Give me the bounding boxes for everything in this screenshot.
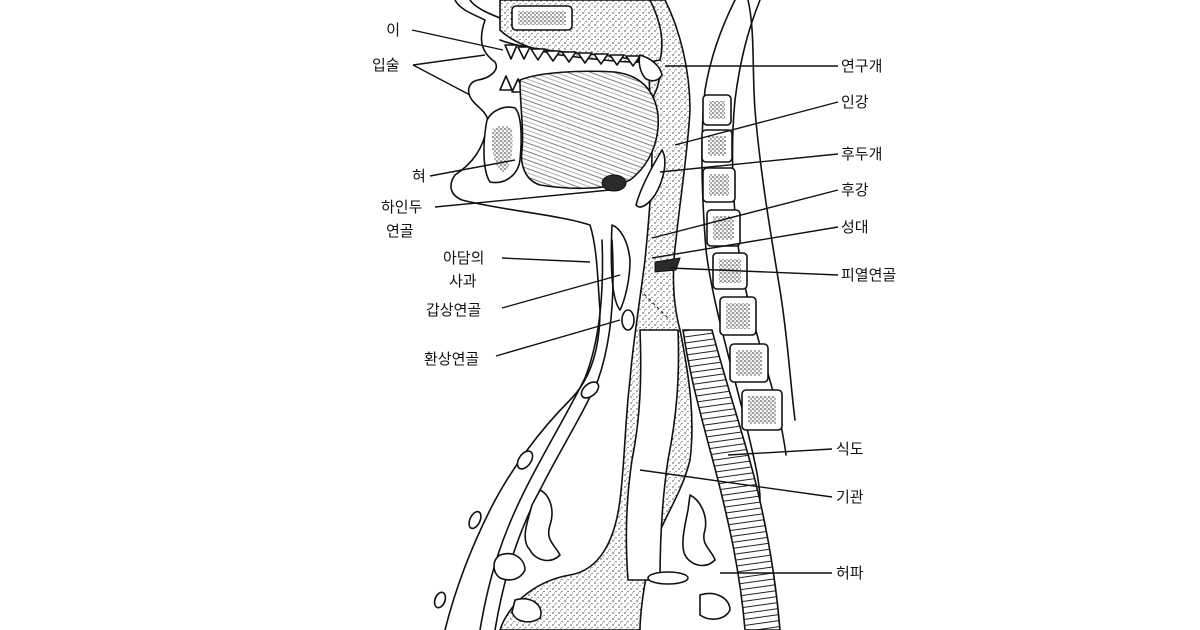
label-pharynx: 인강: [841, 93, 869, 111]
label-cricoid-cartilage: 환상연골: [424, 350, 479, 368]
soft-palate-shape: [638, 54, 663, 82]
label-hyoid-line1: 하인두: [381, 198, 423, 216]
label-soft-palate: 연구개: [841, 57, 882, 75]
leader-lines: [411, 29, 839, 574]
label-thyroid-cartilage: 갑상연골: [426, 301, 481, 319]
hyoid-bone: [601, 174, 627, 192]
oral-cavity: [499, 39, 661, 111]
face-outline: [444, 0, 601, 630]
upper-teeth: [504, 44, 641, 67]
esophagus-tube: [682, 329, 781, 630]
label-adams-apple-line1: 아담의: [443, 249, 484, 267]
label-tongue: 혀: [412, 167, 426, 185]
label-epiglottis: 후두개: [841, 145, 882, 163]
label-esophagus: 식도: [836, 440, 864, 458]
tongue-shape: [519, 70, 660, 190]
back-of-neck-outline: [747, 0, 796, 421]
label-vocal-cords: 성대: [841, 218, 869, 236]
label-teeth: 이: [386, 21, 400, 39]
label-hyoid-line2: 연골: [386, 222, 414, 240]
label-lung: 허파: [836, 564, 864, 582]
label-arytenoid-cartilage: 피열연골: [841, 266, 896, 284]
cricoid-cartilage-shape: [621, 309, 635, 331]
label-lips: 입술: [372, 56, 400, 74]
anatomy-illustration: [433, 0, 796, 630]
label-trachea: 기관: [836, 488, 864, 506]
label-adams-apple-line2: 사과: [449, 272, 477, 290]
lung-bronchi: [493, 489, 731, 623]
epiglottis-shape: [635, 149, 666, 208]
label-larynx: 후강: [841, 181, 869, 199]
labels: 이 입술 혀 하인두 연골 아담의 사과 갑상연골 환상연골 연구개 인강 후두…: [372, 21, 896, 582]
thyroid-cartilage-shape: [610, 224, 631, 311]
